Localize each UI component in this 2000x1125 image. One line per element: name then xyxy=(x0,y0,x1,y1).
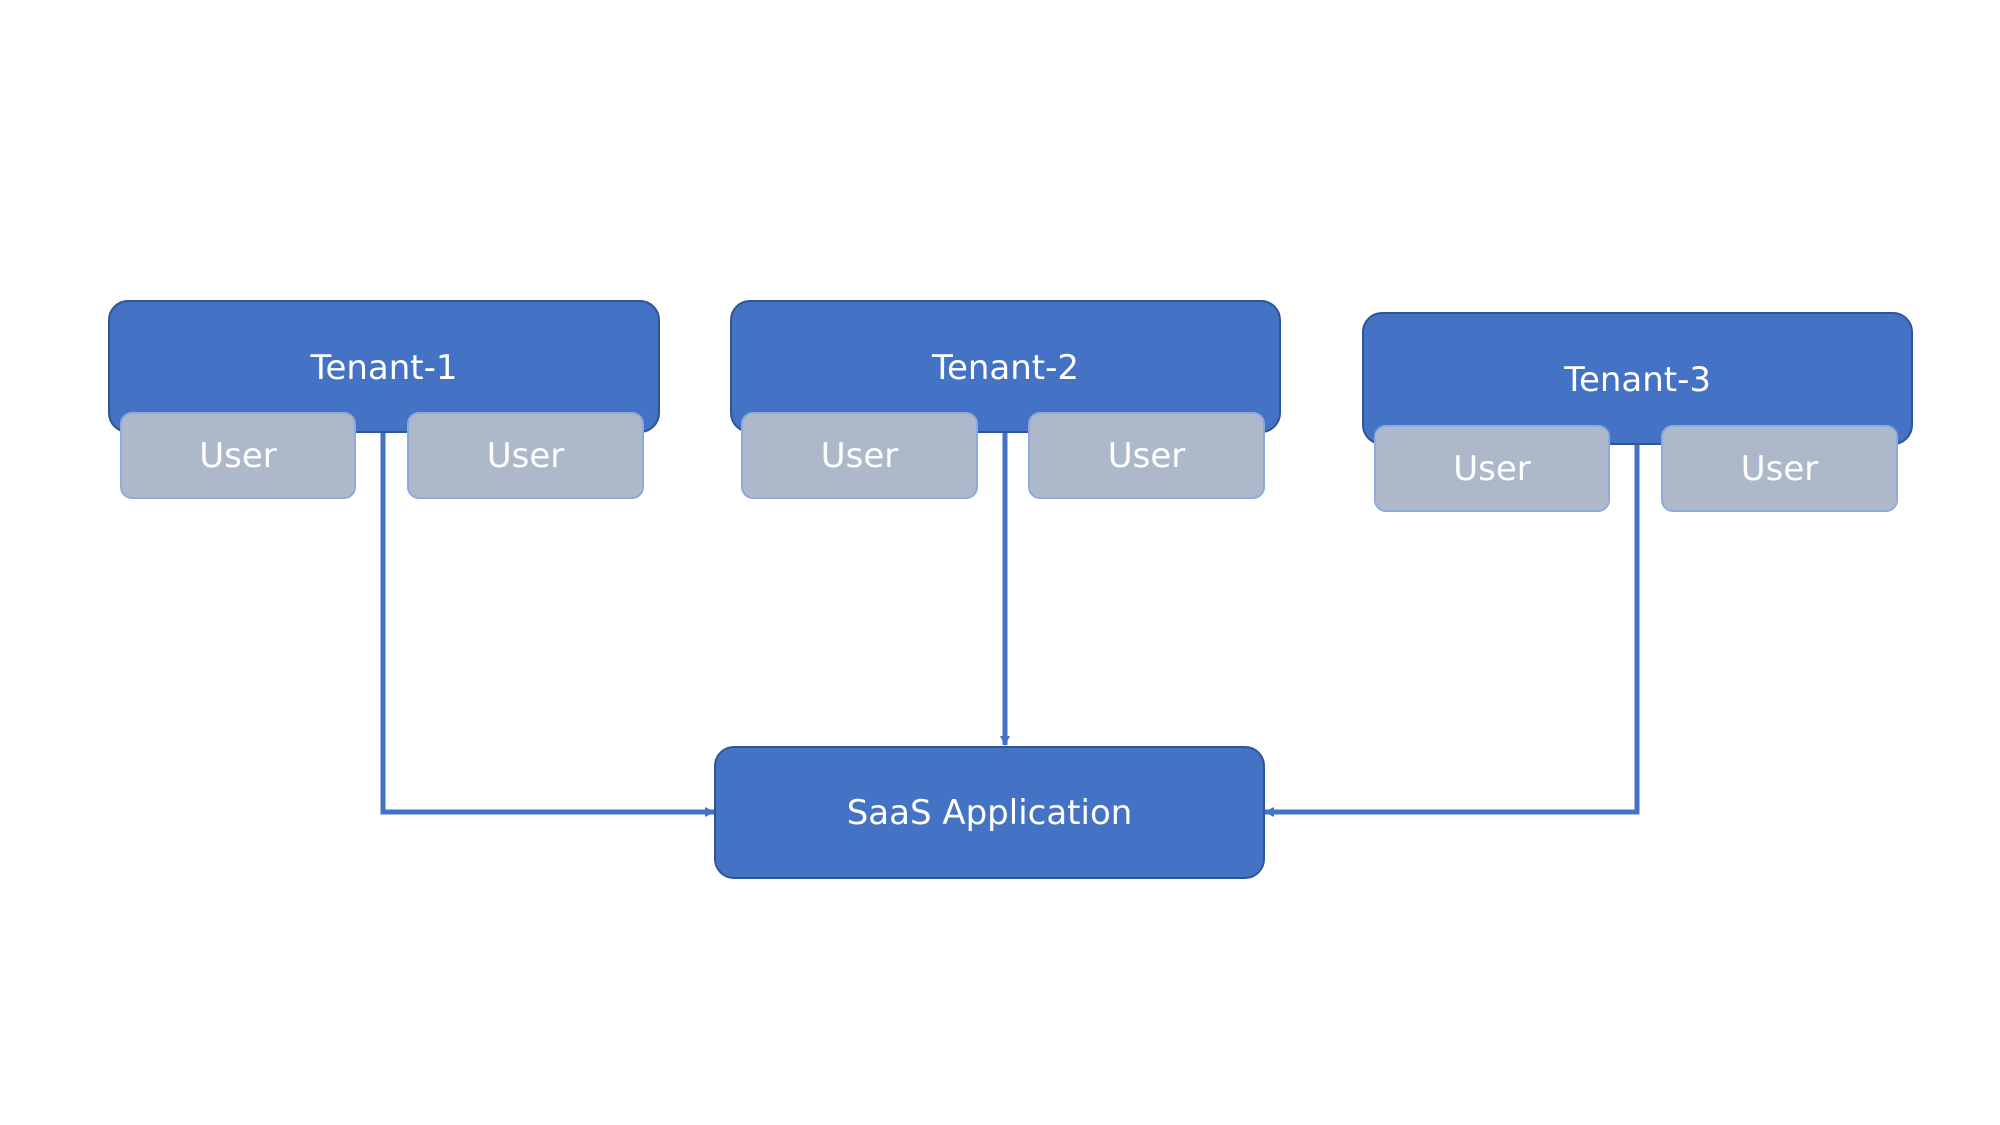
tenant-1-user-1: User xyxy=(120,412,356,499)
tenant-3-user-2: User xyxy=(1661,425,1898,512)
tenant-1-user-2: User xyxy=(407,412,644,499)
saas-application-label: SaaS Application xyxy=(846,792,1133,833)
user-label: User xyxy=(1740,448,1819,489)
tenant-3-box: Tenant-3 xyxy=(1362,312,1913,445)
tenant-2-user-2: User xyxy=(1028,412,1265,499)
user-label: User xyxy=(1453,448,1531,489)
tenant-1-label: Tenant-1 xyxy=(310,348,458,388)
user-label: User xyxy=(199,435,277,476)
saas-application-box: SaaS Application xyxy=(714,746,1265,879)
user-label: User xyxy=(820,435,899,476)
user-label: User xyxy=(1107,435,1186,476)
tenant-1-box: Tenant-1 xyxy=(108,300,660,433)
tenant-2-user-1: User xyxy=(741,412,978,499)
tenant-2-label: Tenant-2 xyxy=(931,348,1080,388)
user-label: User xyxy=(486,435,565,476)
tenant-2-box: Tenant-2 xyxy=(730,300,1281,433)
tenant-3-label: Tenant-3 xyxy=(1563,360,1712,400)
tenant-3-user-1: User xyxy=(1374,425,1610,512)
